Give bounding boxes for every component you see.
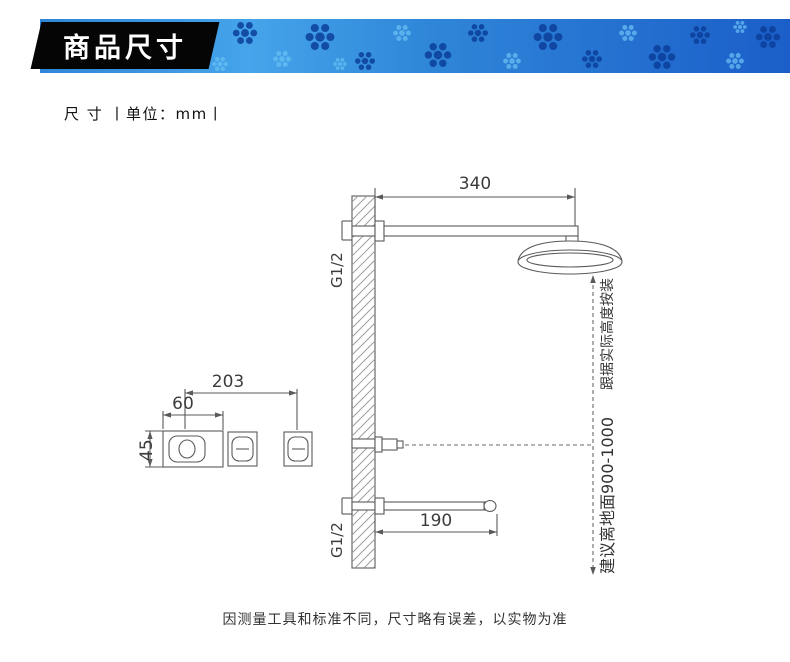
dimension-diagram: 340 G1/2 跟据实际高度按装 建议 bbox=[137, 174, 623, 575]
dim-label-340: 340 bbox=[459, 174, 491, 194]
page-title-box: 商品尺寸 bbox=[30, 22, 220, 69]
install-note: 跟据实际高度按装 bbox=[599, 278, 616, 390]
disclaimer-note: 因测量工具和标准不同，尺寸略有误差，以实物为准 bbox=[222, 612, 568, 628]
height-reference: 跟据实际高度按装 建议离地面900-1000 bbox=[590, 275, 617, 575]
handle-left bbox=[227, 431, 258, 467]
dim-valve-spacing-203: 203 bbox=[184, 372, 298, 430]
wall bbox=[351, 195, 376, 569]
dim-label-203: 203 bbox=[212, 372, 244, 392]
thread-spec-top: G1/2 bbox=[328, 220, 352, 288]
dim-shower-arm-340: 340 bbox=[374, 174, 576, 246]
wall-spout bbox=[351, 436, 404, 453]
shower-head bbox=[517, 240, 623, 275]
dim-valve-height-45: 45 bbox=[137, 430, 163, 468]
thread-spec-bottom: G1/2 bbox=[328, 497, 352, 558]
thread-label-bottom: G1/2 bbox=[328, 522, 346, 558]
dim-valve-width-60: 60 bbox=[162, 394, 224, 430]
dim-label-45: 45 bbox=[137, 439, 157, 461]
unit-caption: 尺 寸 丨单位：mm丨 bbox=[64, 105, 225, 123]
height-note: 建议离地面900-1000 bbox=[598, 417, 617, 574]
lower-shower-bar bbox=[351, 497, 497, 515]
dim-label-60: 60 bbox=[172, 394, 194, 414]
thread-label-top: G1/2 bbox=[328, 252, 346, 288]
page-title: 商品尺寸 bbox=[63, 33, 187, 64]
handle-right bbox=[283, 431, 313, 467]
dim-lower-bar-190: 190 bbox=[374, 511, 498, 536]
mixer-valve bbox=[162, 430, 224, 468]
dim-label-190: 190 bbox=[420, 511, 452, 531]
